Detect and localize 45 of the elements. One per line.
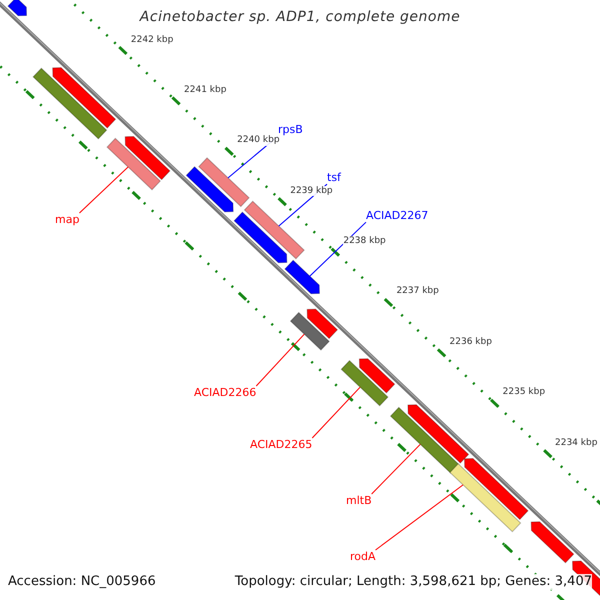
leader-line bbox=[375, 484, 464, 550]
pointed-gene-block bbox=[530, 521, 574, 564]
gene-label: ACIAD2267 bbox=[366, 209, 428, 222]
footer-text: Topology: circular; Length: 3,598,621 bp; Genes: 3,407 bbox=[234, 574, 592, 590]
gene-label: ACIAD2266 bbox=[194, 386, 256, 400]
scale-label: 2234 kbp bbox=[555, 438, 598, 448]
gene-block bbox=[244, 200, 305, 260]
scale-label: 2237 kbp bbox=[396, 286, 439, 298]
pointed-gene-block bbox=[464, 458, 529, 520]
gene-label: rodA bbox=[350, 550, 376, 564]
gene-block bbox=[290, 312, 330, 351]
scale-label: 2236 kbp bbox=[450, 336, 492, 348]
gene-block bbox=[340, 360, 389, 406]
scale-label: 2238 kbp bbox=[343, 236, 386, 247]
gene-label: rpsB bbox=[278, 123, 303, 136]
pointed-gene-block bbox=[407, 404, 470, 464]
pointed-gene-block bbox=[7, 0, 28, 16]
leader-line bbox=[78, 166, 129, 214]
gene-label: ACIAD2265 bbox=[250, 438, 312, 452]
gene-block bbox=[449, 463, 522, 532]
scale-label: 2240 kbp bbox=[237, 135, 280, 146]
leader-line bbox=[309, 222, 366, 277]
gene-label: map bbox=[55, 213, 80, 226]
gene-block bbox=[32, 68, 108, 140]
gene-label: tsf bbox=[327, 171, 341, 184]
gene-block bbox=[106, 138, 161, 190]
pointed-gene-block bbox=[124, 136, 171, 180]
gene-block bbox=[198, 157, 250, 208]
title: Acinetobacter sp. ADP1, complete genome bbox=[138, 9, 462, 26]
pointed-gene-block bbox=[284, 260, 320, 294]
pointed-gene-block bbox=[358, 358, 396, 394]
pointed-gene-block bbox=[233, 211, 288, 264]
leader-line bbox=[256, 334, 305, 386]
scale-label: 2239 kbp bbox=[290, 186, 333, 196]
scale-label: 2241 kbp bbox=[184, 84, 226, 96]
pointed-gene-block bbox=[186, 166, 234, 212]
pointed-gene-block bbox=[306, 308, 338, 340]
footer-text: Accession: NC_005966 bbox=[8, 574, 156, 590]
pointed-gene-block bbox=[52, 67, 116, 129]
leader-line bbox=[312, 386, 361, 438]
leader-line bbox=[371, 444, 421, 494]
scale-label: 2242 kbp bbox=[130, 34, 174, 46]
gene-block bbox=[390, 406, 460, 474]
gene-label: mltB bbox=[346, 494, 372, 508]
scale-label: 2235 kbp bbox=[502, 387, 546, 398]
